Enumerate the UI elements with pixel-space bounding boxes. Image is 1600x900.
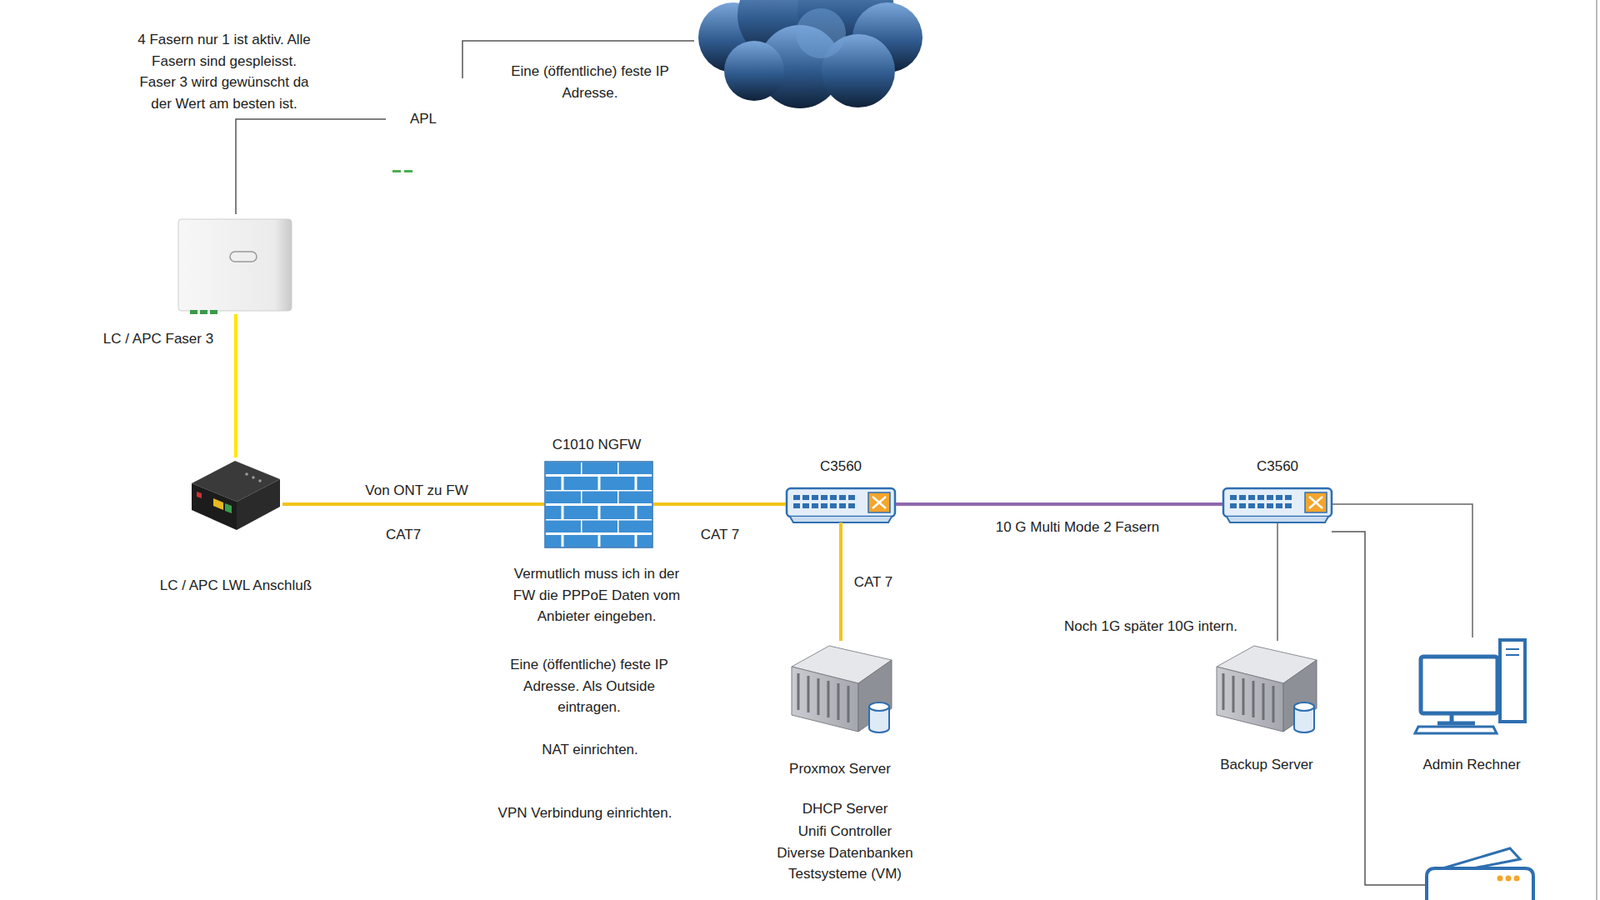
server: Proxmox ServerDHCP ServerUnifi Controlle… bbox=[785, 640, 896, 733]
connector bbox=[653, 502, 786, 506]
node-detail: Testsysteme (VM) bbox=[788, 863, 902, 885]
connector-label: CAT 7 bbox=[851, 571, 896, 594]
pc-icon-part bbox=[1420, 656, 1498, 714]
connector-label: Von ONT zu FW bbox=[362, 480, 470, 502]
connector-label: CAT 7 bbox=[698, 524, 743, 546]
ont-icon-part bbox=[236, 479, 280, 530]
pc-icon-part bbox=[1500, 640, 1525, 722]
node-detail: DHCP Server bbox=[802, 798, 889, 820]
firewall: C1010 NGFW bbox=[544, 460, 654, 549]
printer-icon-part bbox=[1440, 848, 1520, 870]
node-caption: Admin Rechner bbox=[1422, 754, 1520, 776]
ont-device: LC / APC LWL Anschluß bbox=[186, 457, 283, 533]
node-caption: Backup Server bbox=[1220, 754, 1314, 776]
printer-icon-part bbox=[1426, 868, 1534, 900]
part-name: APL bbox=[410, 108, 437, 130]
node-detail: Unifi Controller bbox=[798, 820, 892, 843]
apl-box-icon-part bbox=[200, 310, 208, 315]
pc-icon-part bbox=[1415, 726, 1497, 734]
internet-cloud-part bbox=[795, 8, 846, 59]
server-icon bbox=[1216, 645, 1317, 733]
connector bbox=[895, 502, 1223, 506]
fiber-marks bbox=[392, 170, 413, 173]
cable-label: CAT7 bbox=[385, 524, 421, 546]
ont-icon-part bbox=[251, 475, 255, 480]
connector bbox=[839, 522, 843, 641]
note: Vermutlich muss ich in der FW die PPPoE … bbox=[504, 563, 690, 628]
pc-icon-part bbox=[1505, 649, 1520, 655]
printer-icon bbox=[1426, 848, 1534, 900]
internet-cloud bbox=[698, 0, 923, 109]
node-caption: Proxmox Server bbox=[789, 758, 891, 780]
fiber-marks-part bbox=[404, 170, 413, 173]
connector-label: 10 G Multi Mode 2 Fasern bbox=[993, 516, 1163, 539]
ont-icon-part bbox=[225, 503, 232, 514]
connector bbox=[234, 314, 238, 458]
note: Eine (öffentliche) feste IP Adresse. Als… bbox=[496, 654, 682, 719]
apl-box-icon-part bbox=[230, 251, 257, 262]
note: Noch 1G später 10G intern. bbox=[1064, 615, 1238, 638]
apl-box: LC / APC Faser 3 bbox=[176, 217, 295, 315]
fiber-marks-part bbox=[392, 170, 401, 173]
switch: C3560 bbox=[785, 486, 896, 523]
apl-box-icon bbox=[178, 219, 292, 315]
node-caption: C3560 bbox=[1256, 455, 1299, 478]
firewall-border bbox=[545, 461, 653, 548]
node-detail: Diverse Datenbanken bbox=[776, 842, 913, 865]
ont-icon-part bbox=[258, 479, 262, 483]
server: Backup Server bbox=[1210, 640, 1321, 733]
apl-box-icon-part bbox=[190, 310, 198, 315]
ont-icon-part bbox=[245, 472, 249, 476]
ont-icon-part bbox=[191, 483, 237, 530]
ont-icon-part bbox=[196, 491, 202, 499]
connector bbox=[282, 502, 545, 506]
printer-wire bbox=[1331, 531, 1425, 885]
note: Eine (öffentliche) feste IP Adresse. bbox=[495, 60, 685, 104]
leader-line bbox=[235, 119, 386, 215]
node-caption: C3560 bbox=[820, 455, 862, 478]
node-caption: LC / APC Faser 3 bbox=[103, 328, 214, 350]
ont-icon bbox=[191, 460, 280, 530]
node-caption: C1010 NGFW bbox=[552, 434, 642, 456]
printer-icon-part bbox=[1505, 875, 1512, 882]
firewall-icon bbox=[544, 460, 654, 549]
node-caption: LC / APC LWL Anschluß bbox=[160, 575, 312, 597]
note: VPN Verbindung einrichten. bbox=[498, 802, 673, 825]
note: 4 Fasern nur 1 ist aktiv. Alle Fasern si… bbox=[133, 29, 315, 115]
switch-icon bbox=[786, 488, 895, 523]
internet-cloud-part bbox=[724, 40, 785, 101]
switch-icon bbox=[1223, 488, 1332, 523]
page-border bbox=[1595, 0, 1598, 900]
connector bbox=[1332, 504, 1473, 638]
note: NAT einrichten. bbox=[541, 739, 639, 761]
apl-box-icon-part bbox=[178, 219, 292, 311]
switch: C3560 bbox=[1222, 486, 1333, 523]
pc-icon bbox=[1415, 640, 1525, 734]
printer-icon-part bbox=[1514, 875, 1520, 882]
connector bbox=[1276, 522, 1279, 641]
apl-box-icon-part bbox=[210, 310, 218, 315]
pc-icon-part bbox=[1437, 713, 1475, 724]
workstation: Admin Rechner bbox=[1418, 637, 1529, 735]
printer-icon-part bbox=[1497, 875, 1504, 882]
ont-icon-part bbox=[213, 498, 224, 510]
server-icon bbox=[791, 645, 892, 733]
